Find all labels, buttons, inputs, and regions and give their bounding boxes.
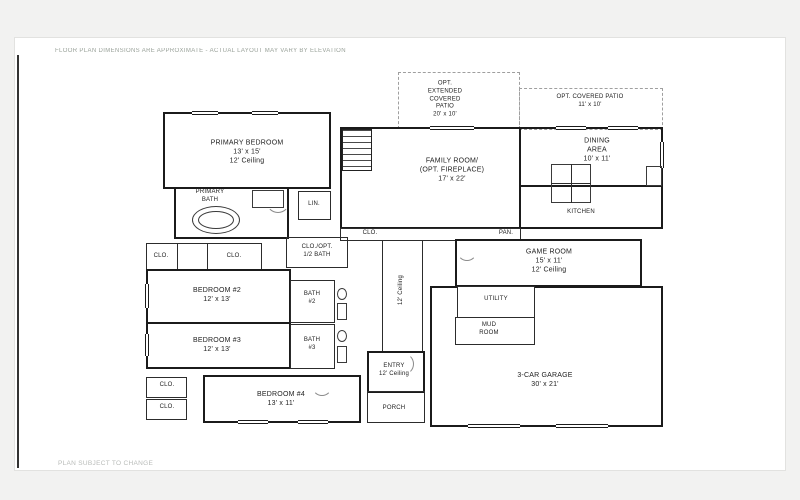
toilet-fixture bbox=[337, 330, 347, 342]
room-label-bedroom-2: BEDROOM #2 12' x 13' bbox=[193, 286, 241, 303]
wall-half-bath bbox=[286, 237, 348, 268]
room-label-porch: PORCH bbox=[382, 405, 406, 412]
room-label-closet-b: CLO. bbox=[226, 253, 242, 260]
room-label-family-room: FAMILY ROOM/ (OPT. FIREPLACE) 17' x 22' bbox=[419, 157, 485, 183]
wall-porch bbox=[367, 391, 425, 423]
room-label-bedroom-3: BEDROOM #3 12' x 13' bbox=[193, 336, 241, 353]
opt-covered-patio-outline bbox=[519, 88, 663, 130]
watermark-text: PLAN SUBJECT TO CHANGE bbox=[58, 460, 154, 467]
room-label-primary-bath: PRIMARY BATH bbox=[195, 189, 225, 203]
room-label-opt-extended-patio: OPT. EXTENDED COVERED PATIO 20' x 10' bbox=[427, 80, 463, 118]
wall-divider bbox=[177, 243, 178, 270]
room-label-dining-area: DINING AREA 10' x 11' bbox=[583, 137, 611, 163]
bathtub-fixture bbox=[192, 206, 240, 234]
room-label-bedroom-4: BEDROOM #4 13' x 11' bbox=[257, 390, 305, 407]
shower-fixture bbox=[337, 346, 347, 363]
room-label-closet-bl-a: CLO. bbox=[159, 382, 175, 389]
room-label-kitchen: KITCHEN bbox=[567, 209, 595, 216]
garage-door-marker bbox=[556, 424, 608, 428]
wall-bath-3 bbox=[290, 324, 335, 369]
wall-closet-bl-a bbox=[146, 377, 187, 398]
room-label-primary-bedroom: PRIMARY BEDROOM 13' x 15' 12' Ceiling bbox=[210, 139, 284, 165]
scan-edge-line bbox=[17, 55, 19, 468]
door-arc bbox=[457, 241, 477, 261]
room-label-closet-a: CLO. bbox=[153, 253, 169, 260]
room-label-utility: UTILITY bbox=[484, 296, 508, 303]
garage-door-marker bbox=[468, 424, 520, 428]
room-label-mud-room: MUD ROOM bbox=[479, 322, 499, 336]
shower-fixture bbox=[337, 303, 347, 320]
stairs-fixture bbox=[342, 129, 372, 171]
wall-bath-2 bbox=[290, 280, 335, 323]
page-background bbox=[14, 37, 786, 471]
room-label-half-bath: CLO./OPT. 1/2 BATH bbox=[301, 244, 333, 258]
label-hall-ceiling: 12' Ceiling bbox=[398, 274, 405, 306]
window-marker bbox=[145, 334, 149, 356]
window-marker bbox=[298, 420, 328, 424]
room-label-linen: LIN. bbox=[308, 201, 320, 208]
wall-linen-closet bbox=[298, 191, 331, 220]
kitchen-island-line bbox=[551, 183, 591, 184]
wall-primary-bath bbox=[174, 187, 289, 239]
room-label-bath-3: BATH #3 bbox=[303, 337, 321, 351]
window-marker bbox=[145, 284, 149, 308]
window-marker bbox=[252, 111, 278, 115]
bathtub-inner bbox=[198, 211, 234, 229]
counter-fixture bbox=[646, 166, 662, 186]
window-marker bbox=[660, 142, 664, 168]
room-label-opt-covered-patio: OPT. COVERED PATIO 11' x 10' bbox=[556, 94, 624, 108]
room-label-pantry: PAN. bbox=[498, 230, 514, 237]
wall-garage bbox=[430, 286, 663, 427]
window-marker bbox=[238, 420, 268, 424]
window-marker bbox=[556, 126, 586, 130]
door-arc bbox=[312, 376, 332, 396]
wall-hall-strip bbox=[340, 228, 521, 241]
window-marker bbox=[608, 126, 638, 130]
disclaimer-text: FLOOR PLAN DIMENSIONS ARE APPROXIMATE - … bbox=[55, 48, 346, 54]
wall-kitchen bbox=[519, 185, 663, 229]
wall-bedroom-4 bbox=[203, 375, 361, 423]
room-label-game-room: GAME ROOM 15' x 11' 12' Ceiling bbox=[525, 248, 573, 274]
wall-divider bbox=[207, 243, 208, 270]
room-label-closet-hall: CLO. bbox=[362, 230, 378, 237]
room-label-entry: ENTRY 12' Ceiling bbox=[378, 363, 410, 377]
room-label-closet-bl-b: CLO. bbox=[159, 404, 175, 411]
wall-closet-bl-b bbox=[146, 399, 187, 420]
window-marker bbox=[192, 111, 218, 115]
toilet-fixture bbox=[337, 288, 347, 300]
wall-entry bbox=[367, 351, 425, 393]
wall-mud-room bbox=[455, 317, 535, 345]
window-marker bbox=[430, 126, 474, 130]
room-label-bath-2: BATH #2 bbox=[303, 291, 321, 305]
room-label-garage: 3-CAR GARAGE 30' x 21' bbox=[517, 371, 573, 388]
shower-fixture bbox=[252, 190, 284, 208]
